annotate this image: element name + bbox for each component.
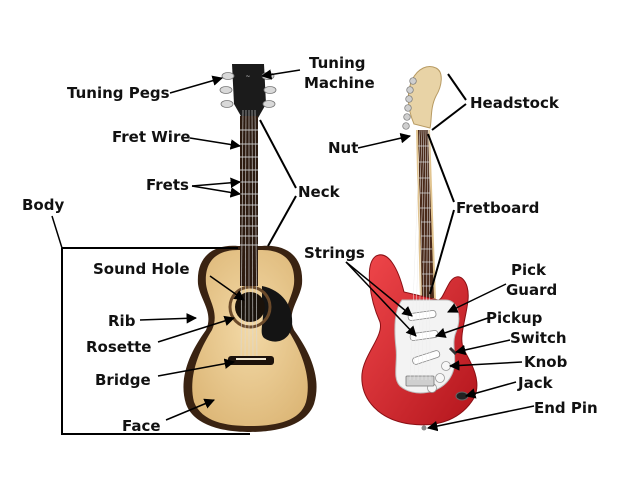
acoustic-arrows [139, 69, 301, 421]
label-sound-hole: Sound Hole [93, 260, 190, 278]
fretboard-leader-bottom [429, 209, 455, 295]
label-rib: Rib [108, 312, 136, 330]
label-rosette: Rosette [86, 338, 152, 356]
label-body: Body [22, 196, 65, 214]
label-strings: Strings [304, 244, 365, 262]
label-jack: Jack [518, 374, 553, 392]
acoustic-headstock [232, 64, 266, 118]
label-tuning-pegs: Tuning Pegs [67, 84, 170, 102]
end-pin [421, 425, 427, 431]
svg-text:~: ~ [245, 73, 250, 80]
headstock-leader-bottom [431, 103, 467, 131]
electric-guitar [361, 66, 478, 431]
label-frets: Frets [146, 176, 189, 194]
rosette [228, 285, 272, 329]
acoustic-bridge [228, 356, 274, 365]
fretboard-leader-top [427, 133, 455, 203]
label-tuning-machine-line1: Tuning [309, 54, 366, 72]
label-face: Face [122, 417, 161, 435]
label-neck: Neck [298, 183, 340, 201]
headstock-leader-top [447, 73, 467, 101]
label-switch: Switch [510, 329, 567, 347]
acoustic-guitar: ~ [183, 64, 317, 432]
label-tuning-machine-line2: Machine [304, 74, 375, 92]
neck-leader-top [259, 119, 297, 189]
label-knob: Knob [524, 353, 568, 371]
electric-arrows [345, 133, 535, 432]
label-pick-guard-line1: Pick [511, 261, 547, 279]
label-fret-wire: Fret Wire [112, 128, 191, 146]
electric-strings [409, 129, 431, 381]
label-end-pin: End Pin [534, 399, 598, 417]
label-nut: Nut [328, 139, 359, 157]
body-bracket [61, 248, 250, 435]
electric-bridge [405, 375, 435, 387]
label-bridge: Bridge [95, 371, 151, 389]
neck-leader-bottom [267, 195, 297, 247]
label-headstock: Headstock [470, 94, 559, 112]
label-pick-guard-line2: Guard [506, 281, 558, 299]
electric-tuning-pegs [402, 77, 417, 130]
body-leader [51, 215, 63, 249]
label-pickup: Pickup [486, 309, 543, 327]
electric-headstock [407, 66, 442, 129]
label-fretboard: Fretboard [456, 199, 540, 217]
acoustic-strings [240, 109, 258, 363]
electric-fretboard [418, 130, 434, 298]
